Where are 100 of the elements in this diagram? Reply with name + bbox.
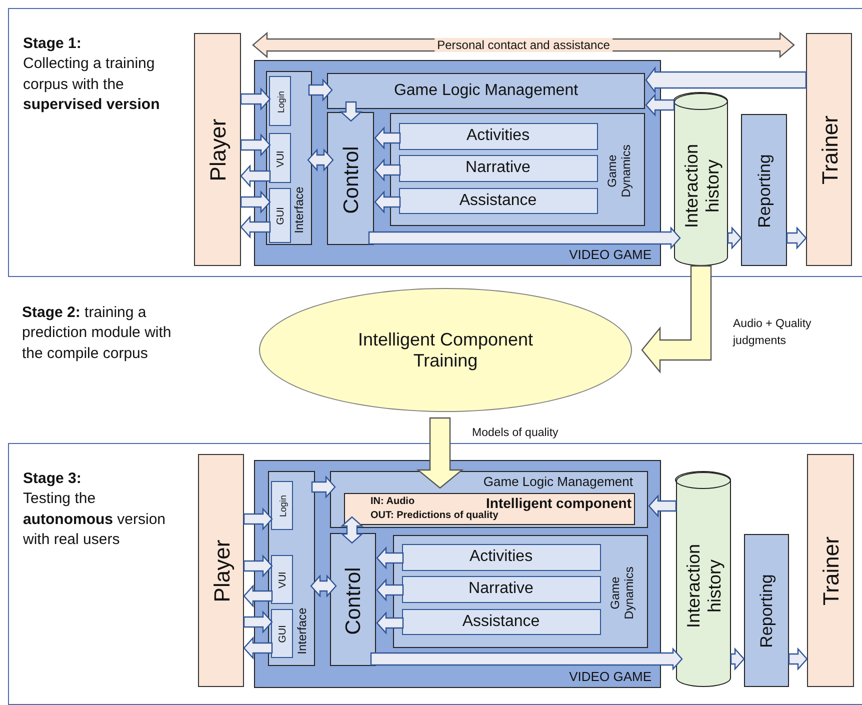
node-label: VUI — [274, 149, 286, 170]
node-label: Interaction history — [680, 142, 722, 230]
actor-box — [198, 454, 244, 686]
component-box — [268, 188, 290, 242]
node-label: Assistance — [461, 612, 541, 631]
video-game-container — [254, 460, 660, 688]
node-label: Narrative — [464, 158, 532, 178]
video-game-container — [254, 60, 660, 266]
component-box — [402, 544, 600, 570]
component-box — [398, 122, 598, 150]
module-box — [744, 534, 788, 686]
block-arrow — [308, 78, 333, 102]
stage-heading: Stage 1: — [23, 34, 82, 54]
node-label: Control — [342, 566, 366, 636]
module-box — [330, 533, 376, 666]
node-label: Game Dynamics — [606, 143, 634, 199]
node-label: OUT: Predictions of quality — [370, 510, 498, 521]
block-arrow — [374, 126, 401, 150]
module-box — [266, 71, 312, 245]
block-arrow — [374, 190, 401, 214]
node-label: Narrative — [468, 580, 534, 598]
component-box — [398, 154, 598, 182]
module-box — [393, 535, 648, 648]
component-box — [402, 608, 600, 634]
node-label: IN: Audio — [370, 496, 415, 507]
node-label: Game Logic Management — [483, 475, 633, 490]
block-arrow — [730, 647, 745, 671]
block-arrow — [310, 574, 337, 598]
component-box — [268, 76, 290, 126]
component-box — [344, 492, 634, 524]
stage-heading: Stage 3: — [23, 469, 82, 489]
node-label: VIDEO GAME — [569, 670, 652, 684]
node-label: Intelligent component — [486, 494, 632, 511]
block-arrow — [339, 101, 363, 122]
block-arrow — [240, 164, 271, 188]
node-label: Login — [277, 494, 288, 520]
block-arrow — [786, 226, 807, 250]
block-arrow — [416, 417, 464, 489]
block-arrow — [641, 265, 712, 374]
node-label: VIDEO GAME — [569, 248, 652, 262]
stage-description: Collecting a training corpus with the supervised version — [23, 54, 161, 115]
node-label: GUI — [276, 624, 288, 645]
block-arrow — [340, 516, 364, 544]
block-arrow — [648, 494, 677, 518]
module-box — [390, 113, 645, 226]
block-arrow — [727, 226, 742, 250]
block-arrow — [311, 475, 336, 499]
module-box — [327, 112, 374, 245]
block-arrow — [368, 226, 681, 250]
module-box — [330, 471, 648, 528]
node-label: Reporting — [757, 573, 777, 650]
block-arrow — [645, 66, 807, 94]
component-box — [402, 576, 600, 602]
block-arrow — [376, 578, 404, 602]
block-arrow — [243, 507, 273, 531]
node-label: Login — [275, 89, 286, 115]
block-arrow — [243, 610, 273, 634]
node-label: Interaction history — [683, 542, 725, 630]
node-label: Control — [339, 144, 364, 216]
block-arrow — [374, 158, 401, 182]
database-cylinder — [674, 92, 728, 266]
node-label: Activities — [468, 548, 534, 566]
actor-box — [194, 32, 240, 266]
node-label: Assistance — [458, 191, 538, 210]
node-label: Activities — [465, 126, 531, 146]
component-box — [270, 554, 292, 604]
node-label: Trainer — [816, 114, 842, 186]
edge-label: Personal contact and assistance — [434, 38, 613, 52]
block-arrow — [240, 215, 271, 239]
block-arrow — [243, 554, 273, 578]
component-box — [270, 480, 292, 530]
node-label: Player — [205, 118, 231, 184]
node-label: Game Logic Management — [392, 82, 580, 100]
block-arrow — [307, 148, 334, 172]
block-arrow — [240, 133, 271, 157]
block-arrow — [243, 636, 273, 660]
stage-description: Testing the autonomous version with real users — [23, 489, 167, 550]
node-label: Game Dynamics — [609, 565, 637, 621]
node-label: GUI — [274, 206, 286, 227]
actor-box — [806, 32, 852, 266]
node-label: VUI — [276, 570, 288, 590]
node-label: Trainer — [818, 536, 844, 608]
module-box — [740, 114, 786, 266]
block-arrow — [240, 87, 271, 111]
block-arrow — [243, 584, 273, 608]
stage-panel — [8, 8, 862, 277]
actor-box — [806, 454, 854, 686]
stage-panel — [8, 443, 862, 705]
node-label: Reporting — [754, 152, 774, 230]
database-cylinder — [676, 472, 730, 686]
block-arrow — [645, 93, 675, 117]
block-arrow — [240, 190, 271, 214]
module-box — [327, 73, 645, 109]
node-label: Player — [208, 538, 234, 604]
component-box — [268, 132, 290, 182]
component-box — [398, 188, 598, 214]
component-box — [270, 608, 292, 658]
module-box — [268, 471, 315, 666]
block-arrow — [370, 647, 683, 671]
block-arrow — [788, 647, 808, 671]
